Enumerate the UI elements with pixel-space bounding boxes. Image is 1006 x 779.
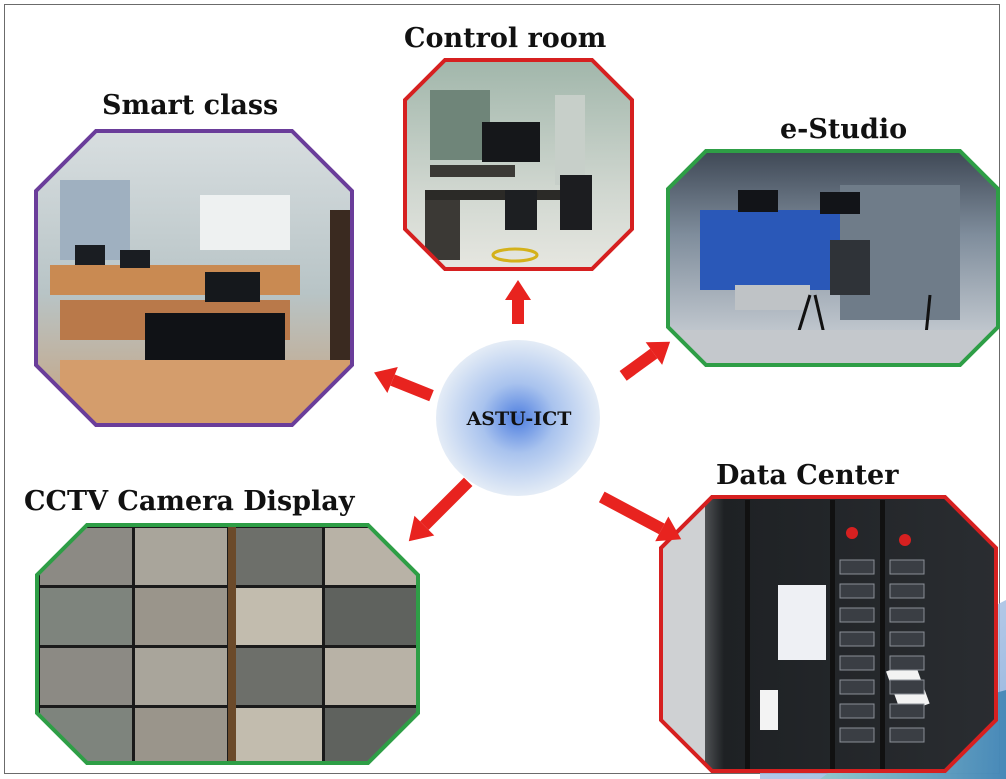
cctv-feed-tile — [40, 588, 132, 645]
cctv-feed-tile — [135, 528, 227, 585]
rack-unit — [839, 703, 875, 719]
cctv-feed-tile — [40, 648, 132, 705]
cctv-feed-tile — [325, 528, 417, 585]
arrow-to-smart-class — [374, 367, 434, 402]
slide-frame — [4, 4, 1000, 774]
rack-unit — [889, 631, 925, 647]
rack-unit — [839, 631, 875, 647]
smart-class-photo — [34, 129, 354, 427]
rack-unit — [839, 679, 875, 695]
cctv-feed-tile — [230, 528, 322, 585]
rack-unit — [839, 559, 875, 575]
control-room-label: Control room — [404, 23, 607, 54]
arrow-to-control-room — [505, 280, 531, 324]
rack-unit — [839, 607, 875, 623]
data-center-label: Data Center — [716, 460, 899, 491]
arrow-to-e-studio — [619, 341, 671, 381]
cctv-feed-tile — [230, 648, 322, 705]
cctv-foreground-pole — [228, 525, 236, 763]
rack-unit — [839, 583, 875, 599]
hub-label: ASTU-ICT — [466, 408, 572, 430]
arrow-to-cctv — [408, 477, 473, 542]
cctv-feed-tile — [135, 648, 227, 705]
cctv-feed-tile — [325, 648, 417, 705]
rack-unit — [889, 583, 925, 599]
rack-unit — [839, 727, 875, 743]
data-center-photo — [659, 495, 998, 773]
e-studio-photo — [666, 149, 1000, 367]
cctv-feed-tile — [135, 708, 227, 763]
rack-unit — [889, 655, 925, 671]
rack-unit — [889, 679, 925, 695]
cctv-display-photo — [35, 523, 420, 765]
arrow-to-data-center — [598, 491, 682, 542]
e-studio-label: e-Studio — [780, 114, 908, 145]
rack-unit — [889, 607, 925, 623]
cctv-feed-tile — [325, 708, 417, 763]
cctv-label: CCTV Camera Display — [24, 486, 355, 517]
cctv-feed-tile — [135, 588, 227, 645]
rack-unit — [839, 655, 875, 671]
smart-class-label: Smart class — [102, 90, 279, 121]
cctv-feed-tile — [230, 588, 322, 645]
cctv-feed-tile — [40, 708, 132, 763]
rack-unit — [889, 703, 925, 719]
cctv-feed-tile — [230, 708, 322, 763]
control-room-photo — [403, 58, 634, 271]
cctv-feed-tile — [325, 588, 417, 645]
hub-circle — [436, 340, 600, 496]
rack-unit — [889, 559, 925, 575]
rack-unit — [889, 727, 925, 743]
